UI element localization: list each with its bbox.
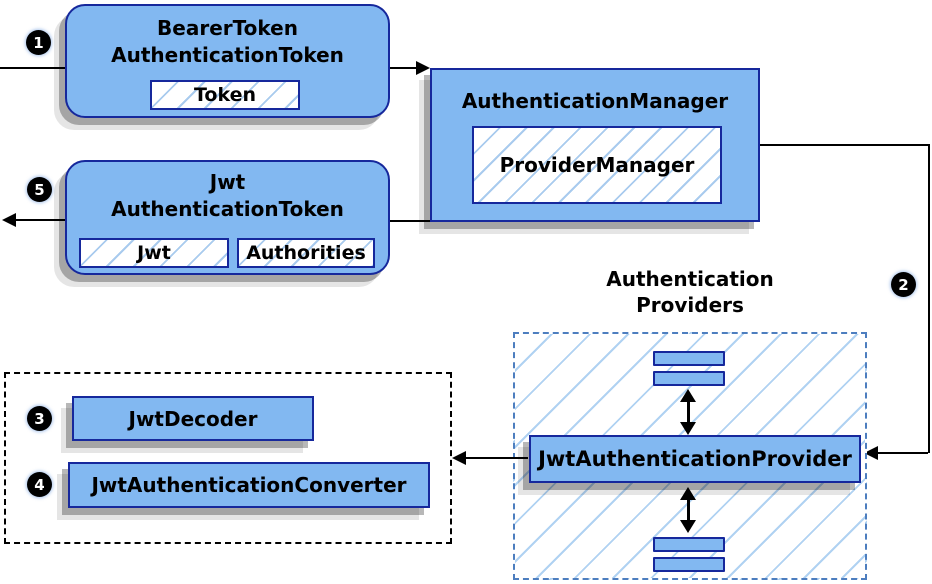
provider-list-item-bar [653, 557, 725, 572]
step-3-number: 3 [34, 409, 45, 428]
double-arrow-icon [680, 487, 696, 533]
provider-to-decoder-line [466, 457, 528, 459]
double-arrow-icon [680, 389, 696, 435]
provider-manager-label: ProviderManager [499, 153, 695, 177]
jwt-field: Jwt [79, 238, 229, 268]
provider-to-decoder-arrowhead-icon [452, 451, 466, 465]
authorities-field-label: Authorities [246, 242, 366, 264]
token-field: Token [150, 80, 300, 110]
step-4-number: 4 [34, 475, 45, 494]
token-field-label: Token [193, 84, 257, 106]
result-out-arrowhead-icon [2, 213, 16, 227]
provider-list-item-bar [653, 371, 725, 386]
arrow-stem [686, 496, 690, 524]
bearer-token-title-line2: AuthenticationToken [111, 43, 344, 67]
manager-to-provider-line-top [760, 144, 928, 146]
step-3-badge: 3 [27, 406, 52, 431]
jwt-authentication-token-node: Jwt AuthenticationToken Jwt Authorities [65, 160, 390, 275]
jwt-token-node-title: Jwt AuthenticationToken [67, 162, 388, 223]
arrow-stem [686, 398, 690, 426]
bearer-token-authentication-token-node: BearerToken AuthenticationToken Token [65, 4, 390, 118]
step-2-number: 2 [898, 275, 909, 294]
arrow-up-tip-icon [680, 389, 696, 402]
step-5-number: 5 [34, 180, 45, 199]
jwt-authentication-converter-node: JwtAuthenticationConverter [68, 462, 430, 508]
authentication-manager-title: AuthenticationManager [432, 70, 758, 115]
jwt-token-title-line2: AuthenticationToken [111, 197, 344, 221]
provider-list-item-bar [653, 351, 725, 366]
jwt-field-label: Jwt [137, 242, 171, 264]
manager-to-provider-arrowhead-icon [864, 446, 878, 460]
manager-to-provider-line-bottom [878, 452, 928, 454]
arrow-up-tip-icon [680, 487, 696, 500]
bearer-to-manager-line [390, 67, 418, 69]
step-5-badge: 5 [27, 177, 52, 202]
arrow-down-tip-icon [680, 520, 696, 533]
authentication-manager-node: AuthenticationManager ProviderManager [430, 68, 760, 222]
result-out-line [14, 219, 65, 221]
manager-to-jwt-token-line [390, 220, 430, 222]
manager-to-provider-line-vertical [928, 144, 930, 453]
jwt-authentication-provider-label: JwtAuthenticationProvider [538, 447, 852, 471]
step-2-badge: 2 [891, 272, 916, 297]
jwt-decoder-node: JwtDecoder [72, 396, 314, 441]
provider-list-item-bar [653, 537, 725, 552]
jwt-authentication-provider-node: JwtAuthenticationProvider [529, 435, 861, 483]
authentication-providers-group: JwtAuthenticationProvider [513, 332, 867, 580]
providers-label-line1: Authentication [606, 267, 774, 291]
step-1-badge: 1 [26, 30, 51, 55]
bearer-token-title-line1: BearerToken [157, 16, 298, 40]
jwt-decoder-label: JwtDecoder [128, 406, 258, 431]
bearer-token-node-title: BearerToken AuthenticationToken [67, 6, 388, 69]
incoming-request-line [0, 67, 65, 69]
providers-label-line2: Providers [636, 293, 744, 317]
jwt-token-title-line1: Jwt [209, 170, 246, 194]
step-4-badge: 4 [27, 472, 52, 497]
bearer-to-manager-arrowhead-icon [416, 61, 430, 75]
arrow-down-tip-icon [680, 422, 696, 435]
step-1-number: 1 [33, 33, 44, 52]
provider-manager-field: ProviderManager [472, 126, 722, 204]
authentication-providers-label: Authentication Providers [555, 266, 825, 318]
jwt-authentication-converter-label: JwtAuthenticationConverter [91, 473, 407, 497]
authentication-manager-title-text: AuthenticationManager [461, 89, 729, 113]
decoder-converter-group: JwtDecoder JwtAuthenticationConverter [4, 372, 452, 544]
authorities-field: Authorities [237, 238, 375, 268]
